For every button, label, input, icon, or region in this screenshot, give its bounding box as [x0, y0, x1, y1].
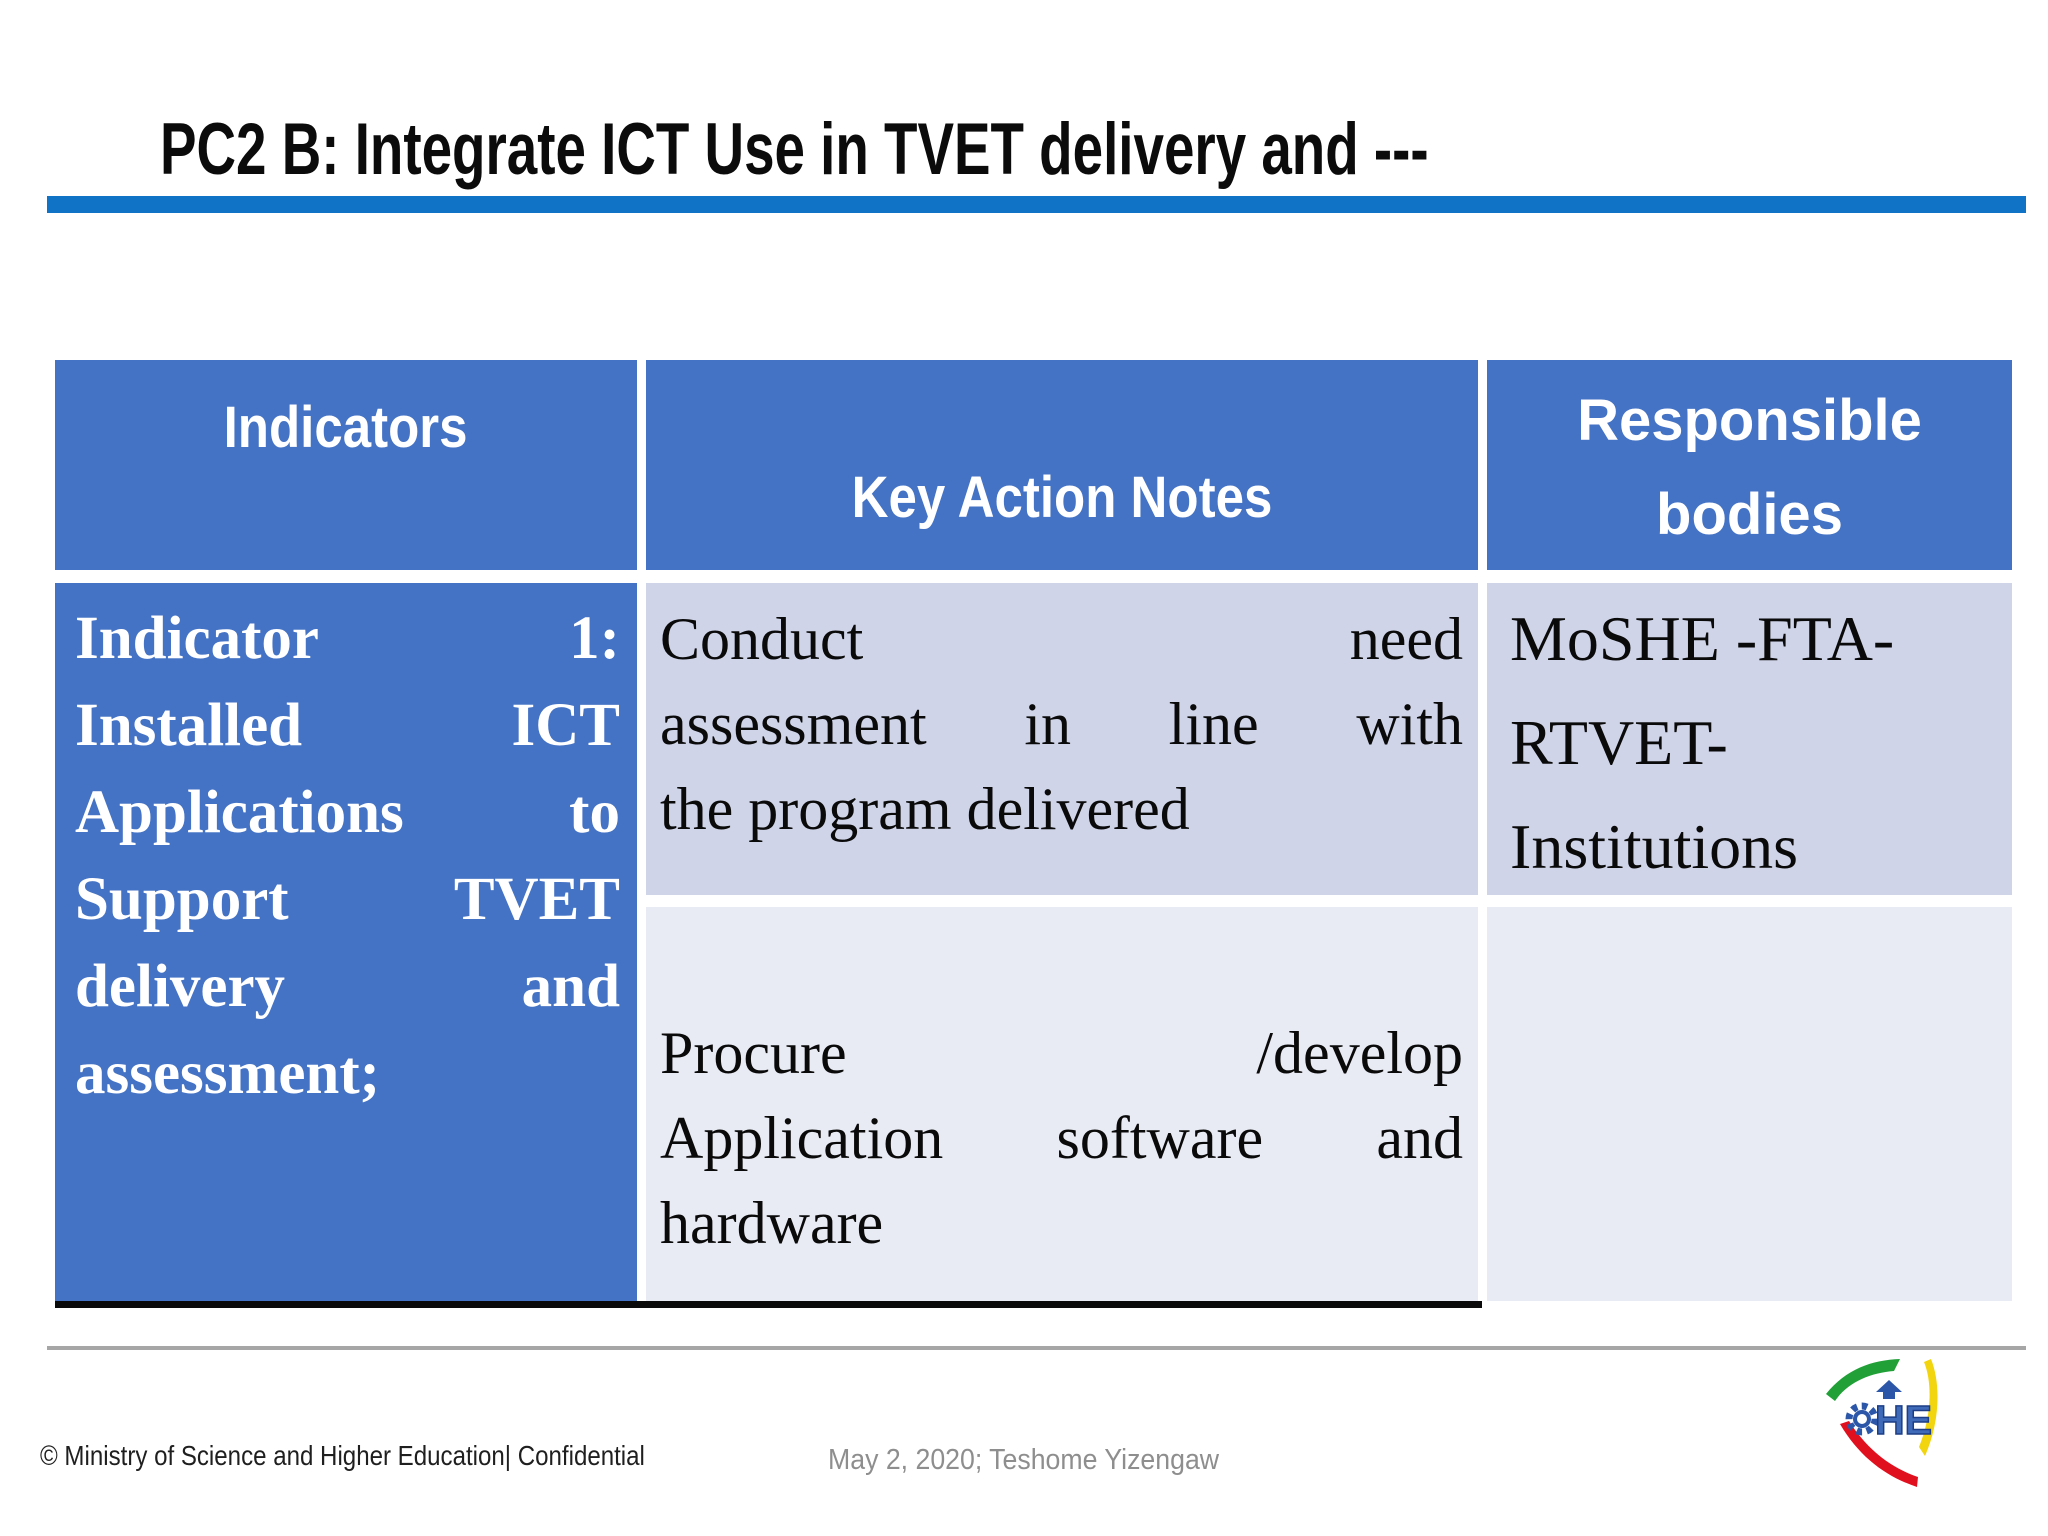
footer-copyright: © Ministry of Science and Higher Educati…	[40, 1440, 645, 1471]
footer-divider-rule	[47, 1346, 2026, 1350]
responsible-cell-row2	[1487, 907, 2012, 1301]
logo-gear-icon	[1845, 1402, 1879, 1436]
slide-title: PC2 B: Integrate ICT Use in TVET deliver…	[160, 109, 1429, 190]
header-cell-indicators: Indicators	[55, 360, 637, 570]
footer-date-author: May 2, 2020; Teshome Yizengaw	[828, 1444, 1220, 1476]
responsible-cell-row1: MoSHE -FTA-RTVET-Institutions	[1487, 583, 2012, 895]
header-cell-key-action-notes: Key Action Notes	[646, 360, 1478, 570]
logo-red-swoosh	[1840, 1421, 1918, 1487]
table-bottom-rule	[55, 1301, 1482, 1308]
logo-house-icon	[1876, 1380, 1902, 1399]
title-accent-bar	[47, 196, 2026, 213]
moshe-logo: HE	[1826, 1359, 1938, 1487]
logo-yellow-swoosh	[1919, 1359, 1938, 1456]
header-label-key-action-notes: Key Action Notes	[851, 464, 1273, 530]
logo-green-swoosh	[1826, 1359, 1900, 1401]
header-label-indicators: Indicators	[224, 395, 468, 460]
logo-letters: HE	[1875, 1397, 1932, 1443]
